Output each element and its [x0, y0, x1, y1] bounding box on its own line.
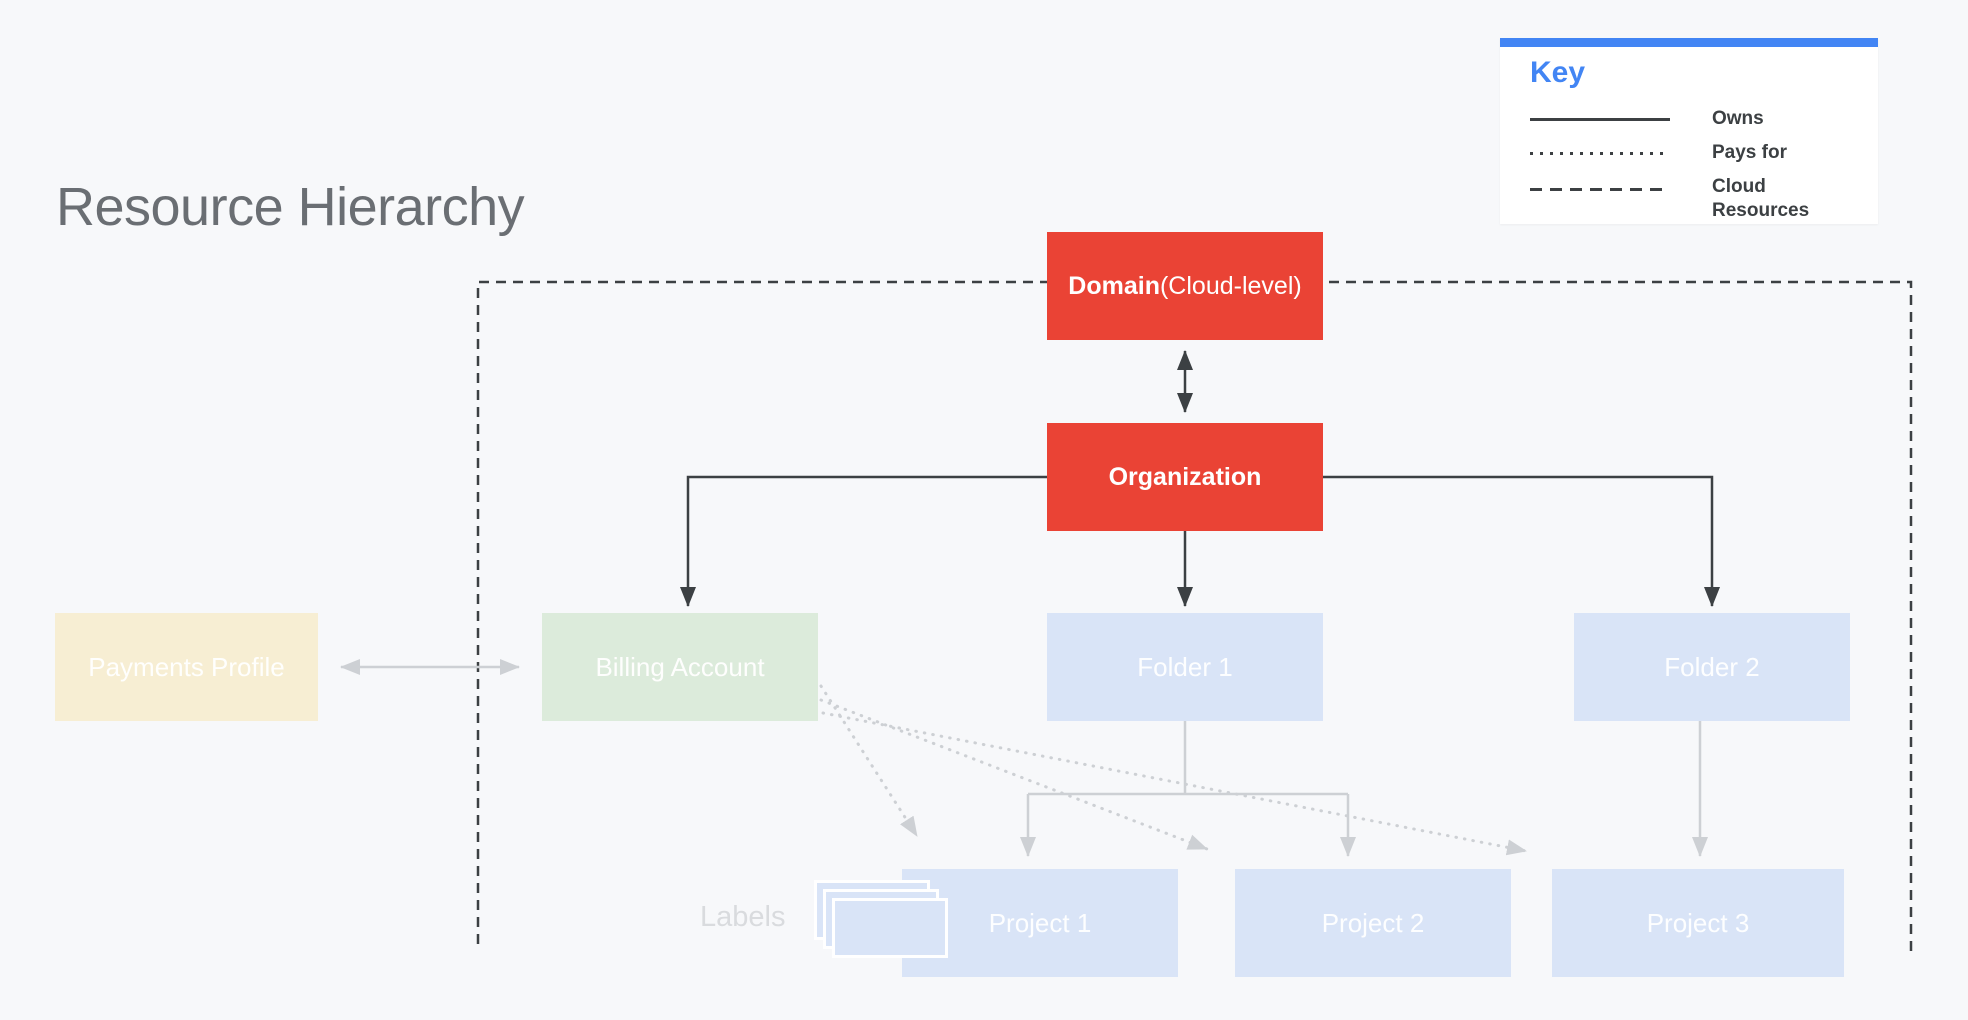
- legend-label-owns: Owns: [1712, 108, 1764, 129]
- labels-caption: Labels: [700, 901, 786, 933]
- node-domain: Domain (Cloud-level): [1047, 232, 1323, 340]
- edge-organization-billing: [680, 475, 1047, 607]
- node-label: Billing Account: [595, 651, 765, 682]
- legend-accent-bar: [1500, 38, 1878, 47]
- legend-label-cloud-resources: Cloud Resources: [1712, 176, 1810, 221]
- node-folder-1: Folder 1: [1047, 613, 1323, 721]
- node-label: Folder 2: [1664, 651, 1760, 682]
- edge-billing-project3: [821, 711, 1528, 856]
- node-project-1: Project 1: [902, 869, 1178, 977]
- legend-line-dashed-icon: [1530, 188, 1670, 191]
- node-billing-account: Billing Account: [542, 613, 818, 721]
- legend-title: Key: [1530, 56, 1586, 89]
- node-label: Project 3: [1646, 907, 1750, 938]
- node-organization: Organization: [1047, 423, 1323, 531]
- node-payments-profile: Payments Profile: [55, 613, 318, 721]
- node-label: Project 2: [1321, 907, 1425, 938]
- node-folder-2: Folder 2: [1574, 613, 1850, 721]
- page-title: Resource Hierarchy: [56, 177, 525, 237]
- legend-line-dotted-icon: [1530, 152, 1670, 155]
- legend-line-solid-icon: [1530, 118, 1670, 121]
- edge-organization-folder2: [1323, 475, 1720, 607]
- node-label: Domain: [1068, 271, 1160, 300]
- node-label: Payments Profile: [88, 651, 285, 682]
- legend-label-pays-for: Pays for: [1712, 142, 1787, 163]
- node-label: Organization: [1108, 462, 1262, 491]
- edge-billing-project2: [819, 698, 1209, 851]
- labels-stack-icon: [832, 898, 948, 958]
- legend-panel: Key Owns Pays for Cloud Resources: [1500, 38, 1878, 224]
- owns-edges-dark: [680, 350, 1720, 607]
- node-project-2: Project 2: [1235, 869, 1511, 977]
- node-label: Project 1: [988, 907, 1092, 938]
- edge-billing-project1: [819, 684, 919, 838]
- node-label: Folder 1: [1137, 651, 1233, 682]
- pays-for-edges-dotted: [819, 684, 1528, 856]
- node-project-3: Project 3: [1552, 869, 1844, 977]
- owns-edges-gray: [340, 659, 1708, 857]
- node-label-suffix: (Cloud-level): [1159, 271, 1302, 300]
